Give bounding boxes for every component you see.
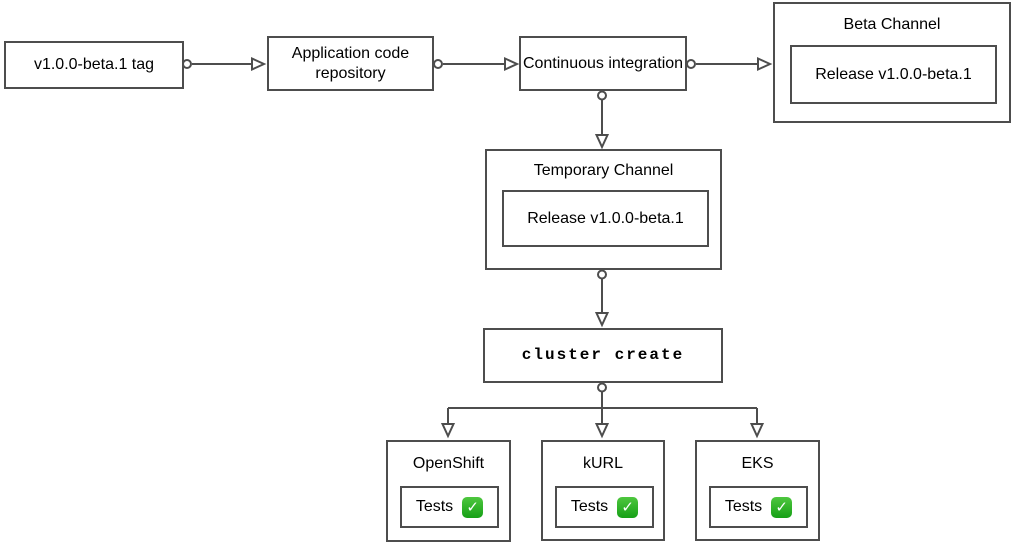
edge-repo-to-ci xyxy=(433,56,520,72)
node-version-tag-label: v1.0.0-beta.1 tag xyxy=(33,56,155,74)
eks-title: EKS xyxy=(741,455,774,473)
node-continuous-integration-label: Continuous integration xyxy=(522,54,684,72)
node-application-code-repository-label: Application code repository xyxy=(291,45,410,82)
node-kurl: kURL Tests ✓ xyxy=(541,440,665,541)
node-application-code-repository: Application code repository xyxy=(267,36,434,91)
temporary-channel-title: Temporary Channel xyxy=(533,161,674,179)
node-cluster-create: cluster create xyxy=(483,328,723,383)
node-temporary-channel: Temporary Channel Release v1.0.0-beta.1 xyxy=(485,149,722,270)
eks-tests-label: Tests xyxy=(724,498,763,516)
kurl-tests-label: Tests xyxy=(570,498,609,516)
node-cluster-create-label: cluster create xyxy=(521,345,685,364)
node-continuous-integration: Continuous integration xyxy=(519,36,687,91)
edge-cluster-create-to-platforms xyxy=(440,382,765,439)
openshift-tests-label: Tests xyxy=(415,498,454,516)
node-eks: EKS Tests ✓ xyxy=(695,440,820,541)
node-beta-channel: Beta Channel Release v1.0.0-beta.1 xyxy=(773,2,1011,123)
openshift-tests-box: Tests ✓ xyxy=(400,486,499,528)
check-icon: ✓ xyxy=(462,496,484,518)
check-icon: ✓ xyxy=(617,496,639,518)
check-icon: ✓ xyxy=(771,496,793,518)
node-openshift: OpenShift Tests ✓ xyxy=(386,440,511,542)
beta-channel-title: Beta Channel xyxy=(843,15,941,33)
edge-temporary-channel-to-cluster-create xyxy=(594,269,610,328)
kurl-tests-box: Tests ✓ xyxy=(555,486,654,528)
eks-tests-box: Tests ✓ xyxy=(709,486,808,528)
openshift-title: OpenShift xyxy=(412,455,485,473)
edge-ci-to-beta-channel xyxy=(686,56,773,72)
edge-ci-to-temporary-channel xyxy=(594,90,610,150)
temporary-channel-release-label: Release v1.0.0-beta.1 xyxy=(527,209,684,227)
node-version-tag: v1.0.0-beta.1 tag xyxy=(4,41,184,89)
edge-tag-to-repo xyxy=(182,56,267,72)
kurl-title: kURL xyxy=(582,455,623,473)
temporary-channel-release-box: Release v1.0.0-beta.1 xyxy=(502,190,709,247)
beta-channel-release-box: Release v1.0.0-beta.1 xyxy=(790,45,997,104)
beta-channel-release-label: Release v1.0.0-beta.1 xyxy=(815,65,972,83)
